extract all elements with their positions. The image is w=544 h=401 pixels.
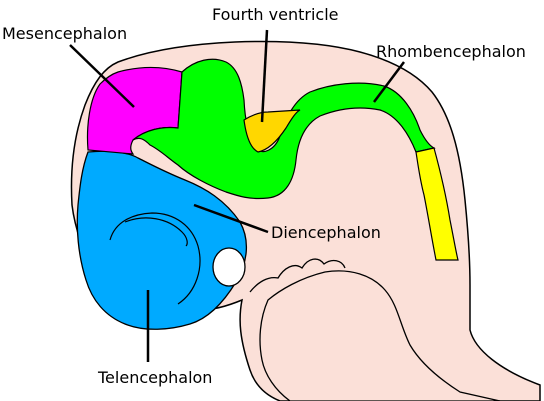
diencephalon-leader (193, 203, 269, 234)
prosencephalon-region (76, 150, 248, 330)
fourth-ventricle-leader (260, 29, 269, 123)
label-telencephalon: Telencephalon (97, 368, 212, 387)
telencephalon-bulge (109, 212, 201, 305)
label-rhombencephalon: Rhombencephalon (376, 42, 526, 61)
jaw-outline (249, 258, 346, 293)
mesencephalon-leader (69, 44, 135, 108)
label-fourth-ventricle: Fourth ventricle (212, 5, 338, 24)
rhombencephalon-leader (373, 61, 405, 103)
label-mesencephalon: Mesencephalon (2, 24, 127, 43)
spinal-cord-region (415, 147, 459, 261)
telencephalon-inner-arc (124, 217, 188, 247)
mesencephalon-region (86, 66, 183, 155)
pharyngeal-lobe (259, 270, 501, 401)
optic-cup (212, 247, 246, 287)
label-diencephalon: Diencephalon (271, 223, 381, 242)
